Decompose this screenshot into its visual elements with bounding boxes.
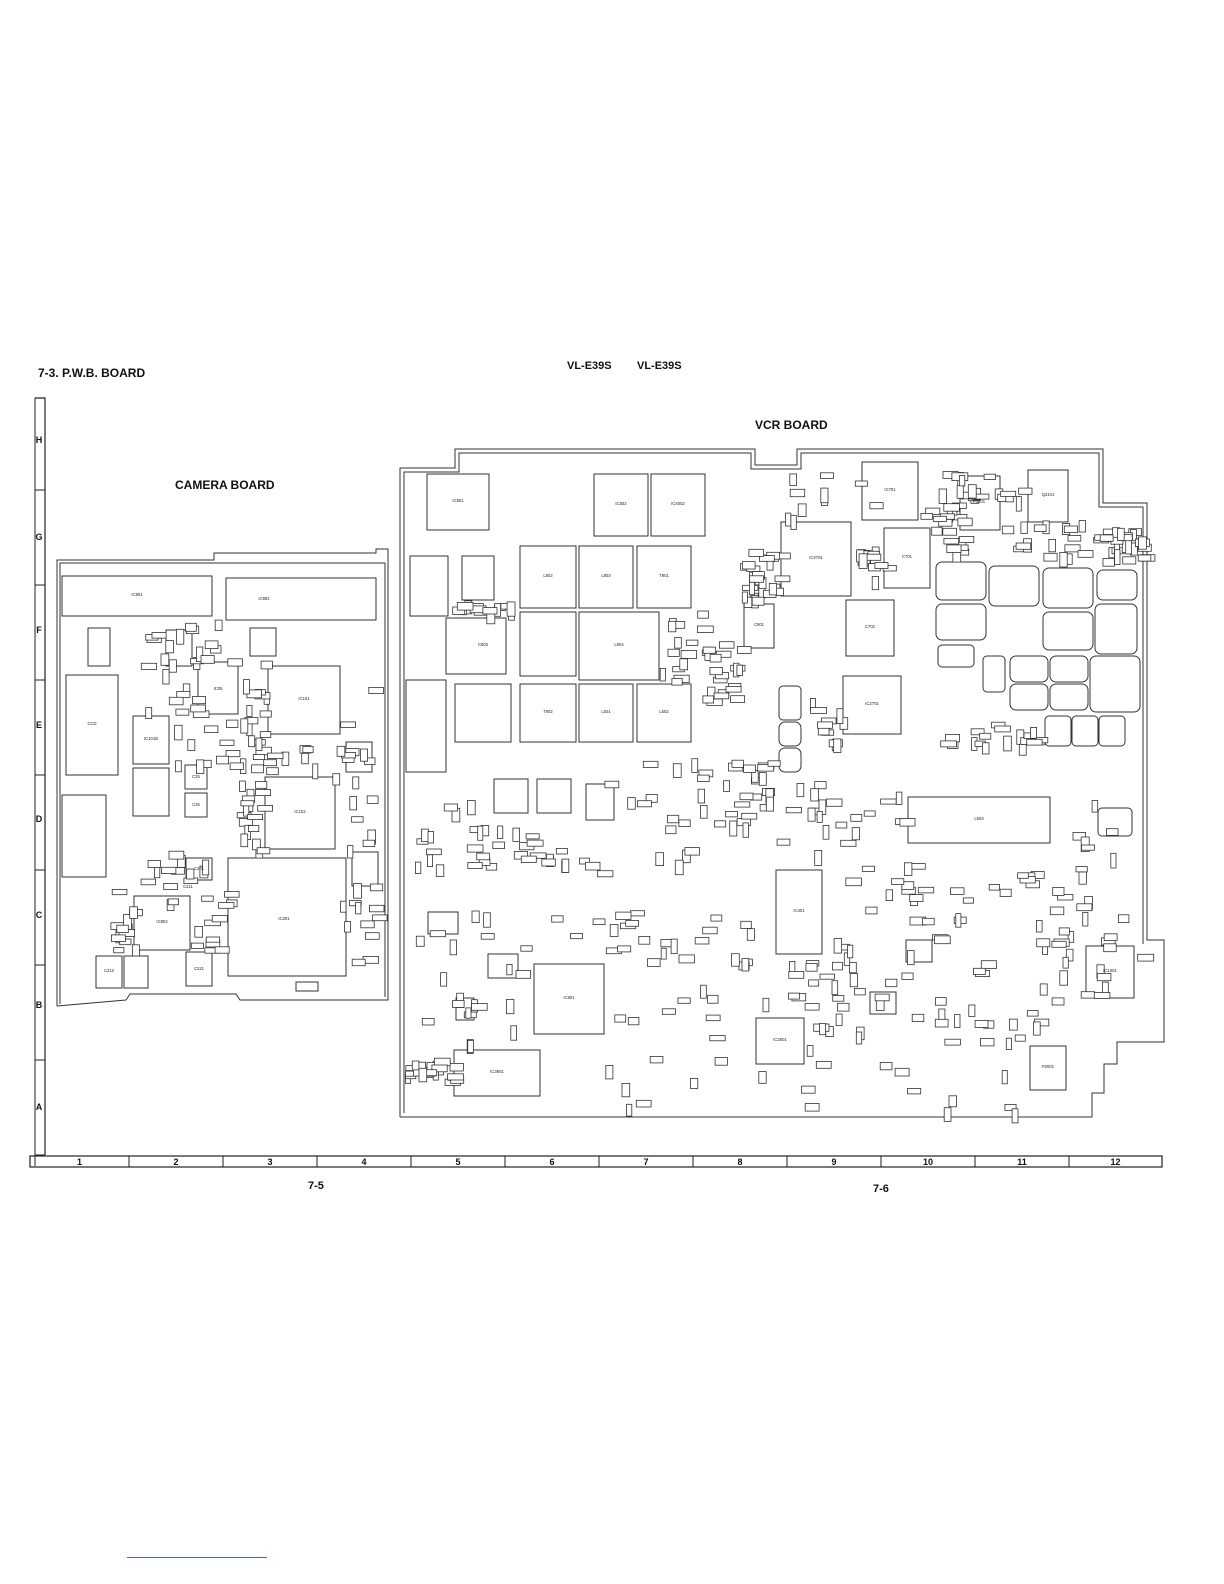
- part-label: Q2101: [1042, 492, 1055, 497]
- camera-small-components: [110, 619, 388, 967]
- part-label: P3201: [973, 499, 986, 504]
- vcr-board-title: VCR BOARD: [755, 418, 828, 432]
- camera-board-title: CAMERA BOARD: [175, 478, 275, 492]
- part-label: C211: [183, 884, 193, 889]
- part-label: C702: [865, 624, 876, 629]
- part-label: L804: [614, 642, 624, 647]
- part-label: C25: [192, 774, 200, 779]
- part-label: IC901: [131, 592, 143, 597]
- part-label: IC701: [884, 487, 896, 492]
- part-label: L503: [974, 816, 984, 821]
- part-label: IC801: [563, 995, 575, 1000]
- model-label-right: VL-E39S: [637, 360, 682, 372]
- part-label: IC3701: [809, 555, 823, 560]
- column-label: 4: [361, 1157, 366, 1167]
- part-label: IC903: [156, 919, 168, 924]
- vcr-small-components: [405, 471, 1156, 1124]
- part-label: C221: [194, 966, 205, 971]
- part-label: IC201: [278, 916, 290, 921]
- part-label: IC502: [615, 501, 627, 506]
- part-label: IC401: [793, 908, 805, 913]
- row-label: B: [36, 1000, 43, 1010]
- part-label: C201: [194, 866, 205, 871]
- part-label: IC101: [298, 696, 310, 701]
- column-label: 8: [737, 1157, 742, 1167]
- col-ticks: [128, 1156, 1070, 1167]
- row-label: A: [36, 1102, 43, 1112]
- section-title: 7-3. P.W.B. BOARD: [38, 366, 146, 380]
- part-label: C212: [104, 968, 115, 973]
- column-label: 11: [1017, 1157, 1027, 1167]
- part-label: L501: [601, 709, 611, 714]
- footer-rule: [127, 1557, 267, 1558]
- part-label: IC3801: [490, 1069, 504, 1074]
- page-number-left: 7-5: [308, 1180, 324, 1192]
- part-label: IC1001: [1103, 968, 1117, 973]
- model-label-left: VL-E39S: [567, 360, 612, 372]
- column-label: 3: [267, 1157, 272, 1167]
- part-label: IC102: [294, 809, 306, 814]
- part-label: IC2701: [865, 701, 879, 706]
- part-label: C803: [478, 642, 489, 647]
- part-label: IC2501: [773, 1037, 787, 1042]
- part-label: C701: [902, 554, 913, 559]
- row-ticks: [35, 397, 45, 1156]
- part-label: L802: [543, 573, 553, 578]
- column-label: 6: [549, 1157, 554, 1167]
- part-label: L803: [601, 573, 611, 578]
- row-label: F: [36, 625, 42, 635]
- part-label: IC101B: [144, 736, 158, 741]
- row-label: G: [35, 532, 42, 542]
- part-label: L502: [659, 709, 669, 714]
- part-label: CCD: [87, 721, 96, 726]
- vcr-rounded-components: [778, 561, 1141, 837]
- part-label: IC05: [214, 686, 224, 691]
- row-label: H: [36, 435, 43, 445]
- part-label: IC902: [258, 596, 270, 601]
- column-label: 5: [455, 1157, 460, 1167]
- part-label: T801: [659, 573, 669, 578]
- row-label: D: [36, 814, 43, 824]
- row-label: C: [36, 910, 43, 920]
- page-number-right: 7-6: [873, 1183, 889, 1195]
- column-label: 9: [831, 1157, 836, 1167]
- column-label: 1: [77, 1157, 82, 1167]
- row-label: E: [36, 720, 42, 730]
- part-label: IC4002: [671, 501, 685, 506]
- column-label: 7: [643, 1157, 648, 1167]
- column-label: 12: [1110, 1157, 1120, 1167]
- part-label: T802: [543, 709, 553, 714]
- part-label: C26: [192, 802, 200, 807]
- part-label: C801: [754, 622, 765, 627]
- column-label: 10: [923, 1157, 933, 1167]
- part-label: P2001: [1042, 1064, 1055, 1069]
- grid-frame: [29, 397, 1163, 1168]
- vcr-board-outline: [399, 448, 1165, 1118]
- column-label: 2: [173, 1157, 178, 1167]
- row-labels: H G F E D C B A: [35, 435, 42, 1112]
- part-label: IC501: [452, 498, 464, 503]
